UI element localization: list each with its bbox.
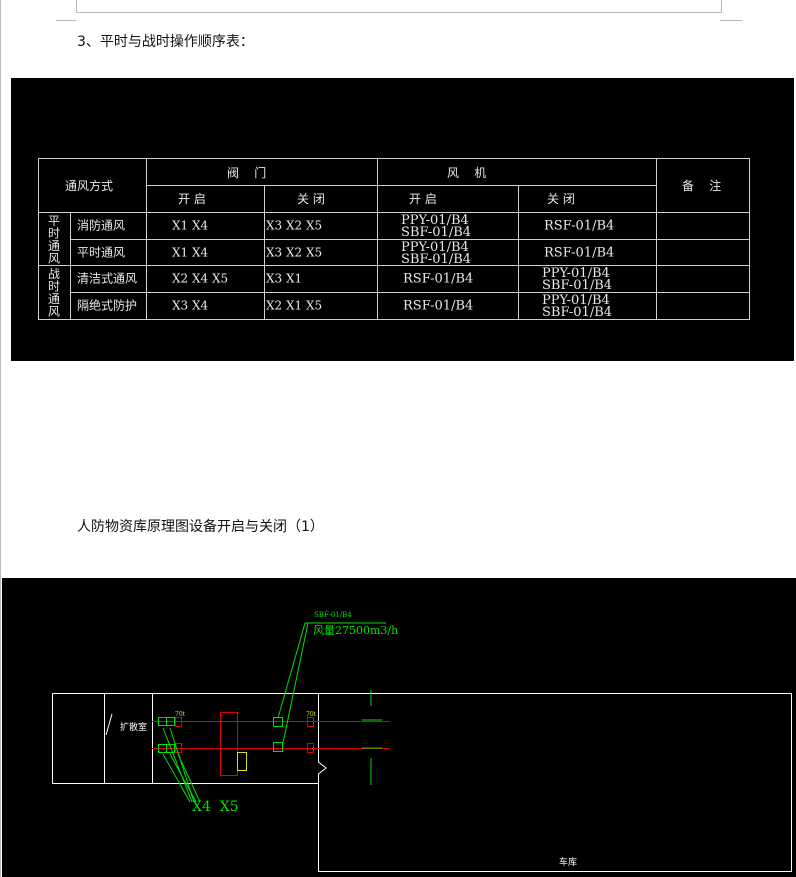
sub-valve-close: 关 闭 <box>297 192 325 206</box>
page-top-frame <box>76 0 722 13</box>
group-peace-char: 平 <box>48 214 60 228</box>
row-valve-open: X3 X4 <box>172 299 209 313</box>
small-tag: 70t <box>175 711 186 718</box>
row-fan-close: SBF-01/B4 <box>542 278 612 293</box>
row-fan-close: PPY-01/B4 <box>542 293 610 308</box>
row-mode: 隔绝式防护 <box>77 298 137 313</box>
room-left-label: 扩散室 <box>120 721 147 733</box>
sub-valve-open: 开 启 <box>178 192 206 206</box>
row-fan-open: PPY-01/B4 <box>401 213 469 228</box>
group-war-char: 风 <box>48 305 60 319</box>
group-war-char: 时 <box>48 280 60 294</box>
header-valve: 阀 门 <box>227 165 266 180</box>
row-fan-open: SBF-01/B4 <box>401 252 471 267</box>
diagram-heading: 人防物资库原理图设备开启与关闭（1） <box>77 519 324 535</box>
flow-label: 风量27500m3/h <box>313 624 398 637</box>
group-war-char: 战 <box>48 267 60 281</box>
crop-mark <box>0 0 1 877</box>
duct-lines <box>152 712 390 776</box>
group-peace-char: 通 <box>48 239 60 253</box>
group-war-char: 通 <box>48 292 60 306</box>
row-fan-close: PPY-01/B4 <box>542 266 610 281</box>
row-valve-close: X3 X2 X5 <box>266 219 322 233</box>
row-mode: 平时通风 <box>77 246 125 260</box>
row-mode: 消防通风 <box>77 218 125 233</box>
row-fan-close: SBF-01/B4 <box>542 305 612 320</box>
fan-tag: SBF-01/B4 <box>314 611 352 619</box>
sub-fan-open: 开 启 <box>409 192 437 206</box>
valve-blocks-red <box>175 717 314 753</box>
row-fan-open: RSF-01/B4 <box>403 272 473 287</box>
row-valve-close: X3 X2 X5 <box>266 246 322 260</box>
row-fan-close: RSF-01/B4 <box>544 246 614 261</box>
header-remark: 备 注 <box>682 178 721 193</box>
wall-outlines <box>52 693 792 872</box>
header-mode: 通风方式 <box>65 178 113 193</box>
row-fan-open: RSF-01/B4 <box>403 299 473 314</box>
valve-label: X4 X5 <box>192 799 239 815</box>
header-fan: 风 机 <box>447 166 486 180</box>
sub-fan-close: 关 闭 <box>547 192 575 206</box>
group-peace-char: 风 <box>48 252 60 266</box>
ventilation-principle-diagram: SBF-01/B4 风量27500m3/h X4 X5 70t 70t 扩散室 … <box>2 578 796 877</box>
crop-mark <box>56 20 76 21</box>
row-fan-close: RSF-01/B4 <box>544 219 614 234</box>
row-fan-open: SBF-01/B4 <box>401 225 471 240</box>
row-mode: 清洁式通风 <box>77 272 137 286</box>
group-peace-char: 时 <box>48 227 60 241</box>
operation-sequence-table: 通风方式 阀 门 风 机 备 注 开 启 关 闭 开 启 关 闭 平时通风战时通… <box>11 78 794 361</box>
leader-lines <box>162 622 386 803</box>
row-valve-open: X1 X4 <box>172 246 209 260</box>
valve-blocks <box>158 717 283 753</box>
small-tag: 70t <box>306 711 317 718</box>
row-valve-close: X3 X1 <box>266 272 302 286</box>
crop-mark <box>720 20 742 21</box>
row-valve-open: X1 X4 <box>172 219 209 233</box>
room-right-label: 车库 <box>559 856 577 868</box>
row-valve-close: X2 X1 X5 <box>266 299 322 313</box>
row-valve-open: X2 X4 X5 <box>172 272 228 286</box>
row-fan-open: PPY-01/B4 <box>401 240 469 255</box>
section-heading: 3、平时与战时操作顺序表： <box>77 34 254 50</box>
